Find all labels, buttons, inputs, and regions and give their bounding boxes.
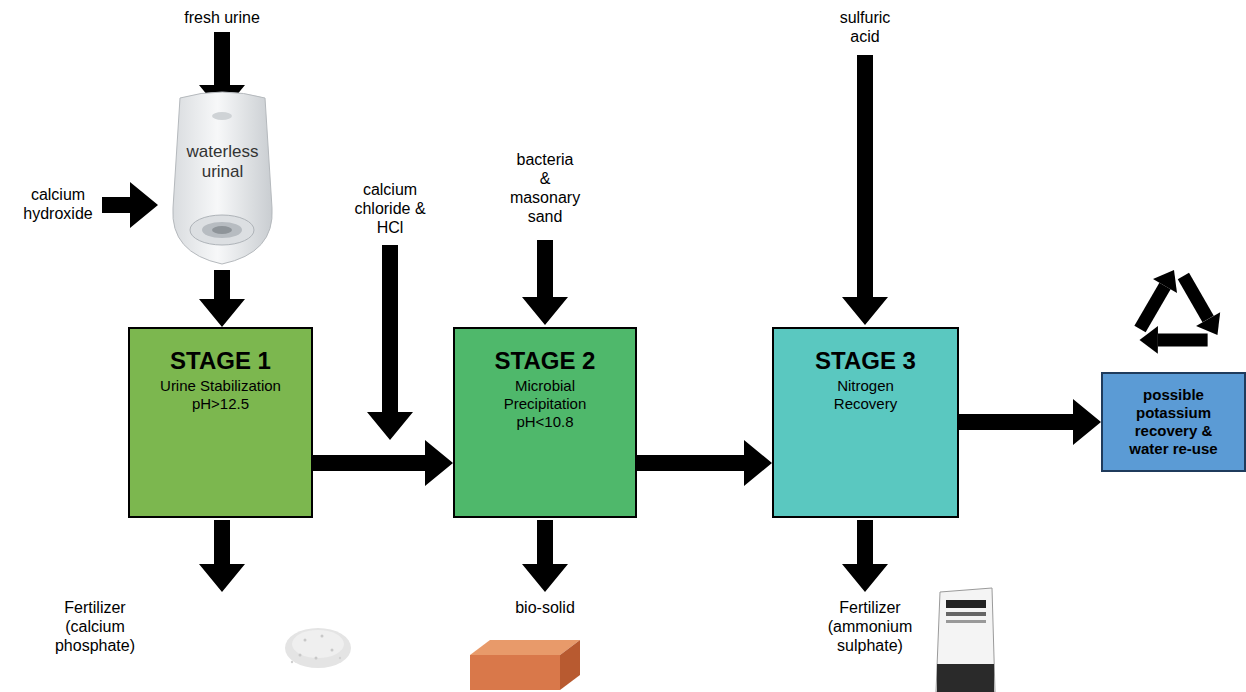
- node-description: Nitrogen Recovery: [824, 377, 908, 413]
- flow-arrow: [199, 270, 245, 327]
- output-arrow: [522, 520, 568, 592]
- process-box: STAGE 2Microbial Precipitation pH<10.8: [453, 327, 637, 518]
- input-label: calcium hydroxide: [18, 185, 98, 223]
- node-title: waterless urinal: [168, 142, 278, 182]
- output-label: Fertilizer (calcium phosphate): [50, 598, 140, 655]
- input-arrow: [842, 55, 888, 325]
- recycle-symbol: [1138, 270, 1234, 370]
- flow-arrow: [959, 399, 1101, 445]
- node-title: STAGE 2: [460, 347, 630, 375]
- input-label: fresh urine: [162, 8, 282, 27]
- brick-picture: [470, 640, 580, 690]
- flow-arrow: [313, 440, 453, 486]
- node-title: possible potassium recovery & water re-u…: [1121, 386, 1226, 458]
- node-description: Microbial Precipitation pH<10.8: [495, 377, 595, 431]
- input-arrow: [102, 182, 158, 228]
- output-label: bio-solid: [495, 598, 595, 617]
- node-description: Urine Stabilization pH>12.5: [153, 377, 288, 413]
- output-box: possible potassium recovery & water re-u…: [1101, 372, 1246, 472]
- input-label: sulfuric acid: [830, 8, 900, 46]
- process-box: STAGE 3Nitrogen Recovery: [772, 327, 959, 518]
- output-arrow: [199, 520, 245, 592]
- node-title: STAGE 3: [781, 347, 951, 375]
- input-label: calcium chloride & HCl: [354, 180, 426, 237]
- node-title: STAGE 1: [136, 347, 306, 375]
- input-arrow: [522, 240, 568, 325]
- output-label: Fertilizer (ammonium sulphate): [824, 598, 916, 655]
- powder-pile: [285, 628, 351, 668]
- urinal-picture: waterless urinal: [160, 88, 285, 270]
- input-label: bacteria & masonary sand: [510, 150, 581, 226]
- process-box: STAGE 1Urine Stabilization pH>12.5: [128, 327, 313, 518]
- fertilizer-bag: [936, 588, 995, 692]
- output-arrow: [842, 520, 888, 592]
- input-arrow: [367, 245, 413, 440]
- flow-arrow: [637, 440, 772, 486]
